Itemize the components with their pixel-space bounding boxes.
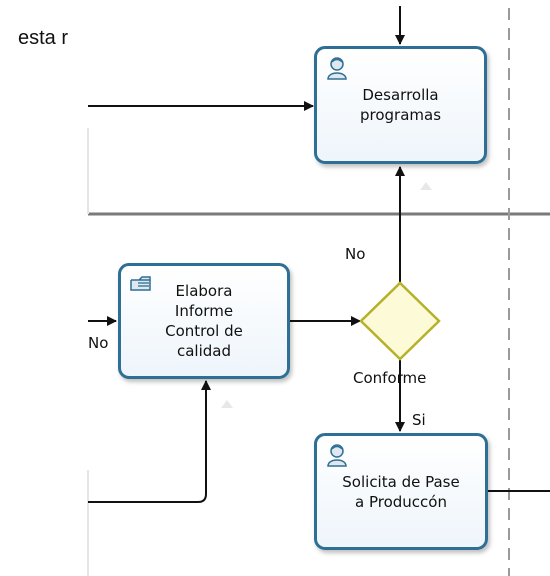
flow-bottom-to-elabora — [88, 380, 211, 503]
user-task-icon — [327, 57, 347, 80]
task-label: Solicita de Pase a Produccón — [342, 472, 460, 511]
user-task-icon — [327, 444, 347, 467]
faint-anchor-marker — [221, 400, 233, 408]
faint-anchor-marker — [420, 182, 432, 190]
flow-label-no-left: No — [88, 334, 109, 352]
task-label: Elabora Informe Control de calidad — [165, 282, 243, 360]
task-elabora-informe[interactable]: Elabora Informe Control de calidad — [118, 263, 290, 379]
exclusive-gateway-diamond — [359, 281, 441, 361]
flow-label-no: No — [345, 245, 366, 263]
flow-label-si: Si — [412, 411, 426, 429]
manual-task-icon — [130, 276, 151, 291]
task-solicita-pase[interactable]: Solicita de Pase a Produccón — [314, 433, 488, 550]
task-desarrolla-programas[interactable]: Desarrolla programas — [314, 46, 487, 164]
task-label: Desarrolla programas — [359, 86, 442, 124]
header-fragment: esta r — [18, 27, 69, 49]
gateway-label: Conforme — [353, 369, 427, 387]
